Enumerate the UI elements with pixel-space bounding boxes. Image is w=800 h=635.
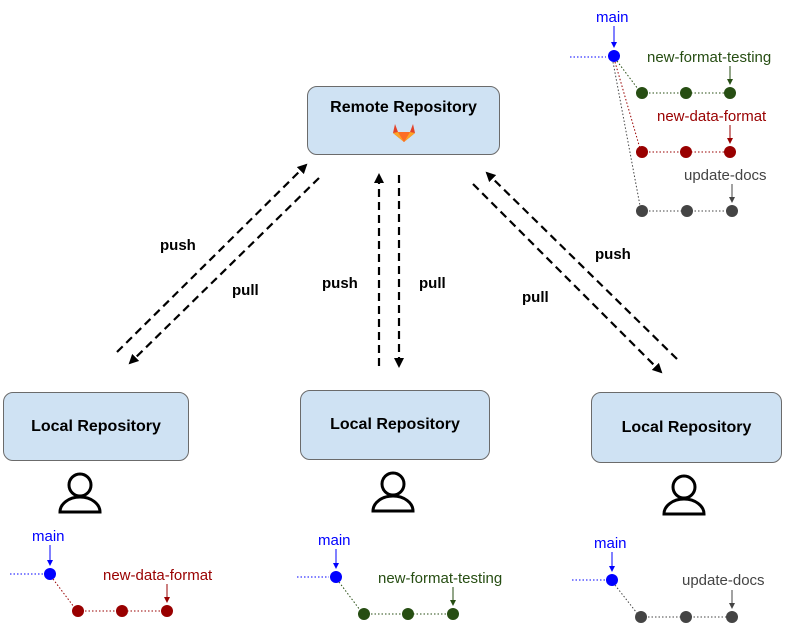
branch-label-new-format-testing: new-format-testing (647, 49, 771, 66)
local-repository-label: Local Repository (621, 418, 752, 436)
pull-arrow-right (472, 183, 663, 374)
commit-node (330, 571, 342, 583)
local-branch-graph-center: main new-format-testing (297, 532, 502, 620)
branch-label-main: main (318, 532, 351, 549)
commit-node (635, 611, 647, 623)
commit-node (681, 205, 693, 217)
pull-label-center: pull (419, 275, 446, 292)
branch-label-update-docs: update-docs (682, 572, 765, 589)
commit-node (606, 574, 618, 586)
pull-label-right: pull (522, 289, 549, 306)
commit-node (726, 611, 738, 623)
commit-node (636, 205, 648, 217)
remote-repository-box: Remote Repository (307, 86, 500, 155)
local-branch-graph-right: main update-docs (572, 535, 765, 623)
gitlab-icon (392, 123, 415, 142)
commit-node (116, 605, 128, 617)
commit-node (726, 205, 738, 217)
commit-node (636, 87, 648, 99)
remote-branch-graph: main new-format-testing new-data-format … (570, 9, 771, 217)
push-label-right: push (595, 246, 631, 263)
user-icon (58, 472, 102, 514)
commit-node (680, 87, 692, 99)
local-repository-label: Local Repository (31, 417, 161, 435)
branch-label-main: main (594, 535, 627, 552)
branch-label-new-data-format: new-data-format (103, 567, 213, 584)
push-label-center: push (322, 275, 358, 292)
commit-node (608, 50, 620, 62)
local-repository-box-left: Local Repository (3, 392, 189, 461)
branch-label-update-docs: update-docs (684, 167, 767, 184)
local-repository-label: Local Repository (330, 416, 460, 433)
commit-node (636, 146, 648, 158)
branch-label-new-format-testing: new-format-testing (378, 570, 502, 587)
commit-node (358, 608, 370, 620)
branch-label-new-data-format: new-data-format (657, 108, 767, 125)
commit-node (161, 605, 173, 617)
branch-label-main: main (32, 528, 65, 545)
local-repository-box-center: Local Repository (300, 390, 490, 460)
commit-node (72, 605, 84, 617)
pull-label-left: pull (232, 282, 259, 299)
commit-node (402, 608, 414, 620)
commit-node (724, 146, 736, 158)
branch-label-main: main (596, 9, 629, 26)
commit-node (680, 611, 692, 623)
commit-node (44, 568, 56, 580)
local-branch-graph-left: main new-data-format (10, 528, 213, 617)
push-arrow-right (485, 171, 678, 360)
push-label-left: push (160, 237, 196, 254)
local-repository-box-right: Local Repository (591, 392, 782, 463)
pull-arrow-left (128, 177, 320, 365)
user-icon (662, 474, 706, 516)
commit-node (724, 87, 736, 99)
commit-node (447, 608, 459, 620)
remote-repository-label: Remote Repository (330, 98, 477, 116)
push-arrow-left (116, 163, 308, 353)
user-icon (371, 471, 415, 513)
commit-node (680, 146, 692, 158)
